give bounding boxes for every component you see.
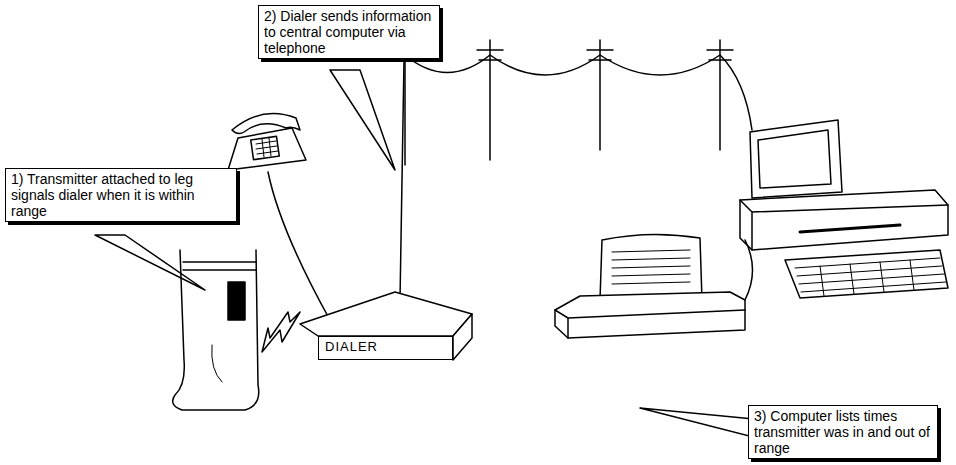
callout-box: 3) Computer lists times transmitter was … (748, 405, 938, 459)
callout-text: 1) Transmitter attached to leg signals d… (11, 171, 231, 219)
telephone-wire (405, 55, 752, 130)
callout-pointer (640, 408, 765, 440)
computer (740, 120, 948, 298)
printer (555, 234, 753, 338)
dialer-side (453, 314, 472, 360)
transmitter (228, 282, 245, 320)
telephone-pole (392, 40, 733, 165)
callout-text: 2) Dialer sends information to central c… (264, 8, 434, 56)
sock-leg (173, 250, 259, 410)
dialer-top (300, 292, 472, 336)
callout-box: 1) Transmitter attached to leg signals d… (5, 168, 237, 222)
signal-bolt (262, 312, 300, 352)
callout-text: 3) Computer lists times transmitter was … (754, 408, 932, 456)
callout-pointer (330, 70, 395, 170)
dialer-box: DIALER (318, 336, 453, 360)
callout-box: 2) Dialer sends information to central c… (258, 5, 440, 59)
dialer-label: DIALER (325, 337, 452, 357)
telephone (228, 114, 330, 320)
telephone-wire (400, 60, 404, 300)
